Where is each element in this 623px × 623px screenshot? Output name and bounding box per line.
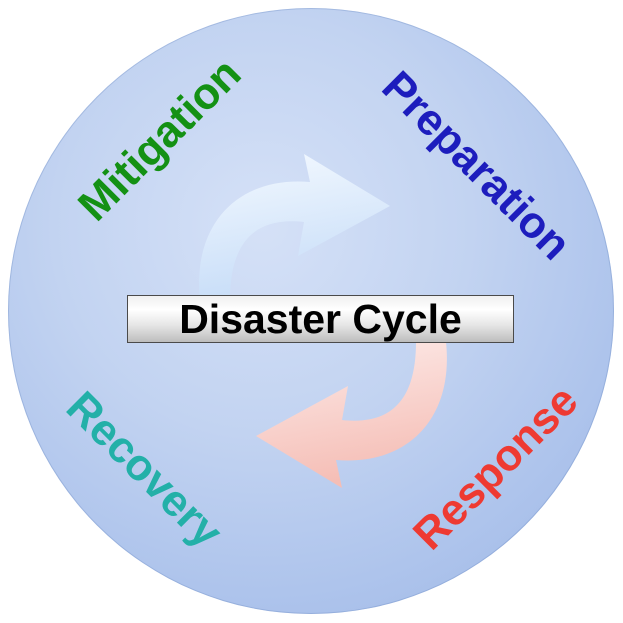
title-bar: Disaster Cycle	[127, 295, 514, 343]
cycle-arrows	[199, 154, 447, 488]
outer-circle: Mitigation Preparation Recovery Response…	[8, 8, 614, 614]
clockwise-arrow-top-icon	[199, 154, 390, 300]
diagram-title: Disaster Cycle	[179, 295, 462, 342]
inner-circle	[150, 148, 496, 494]
clockwise-arrow-bottom-icon	[256, 342, 447, 488]
